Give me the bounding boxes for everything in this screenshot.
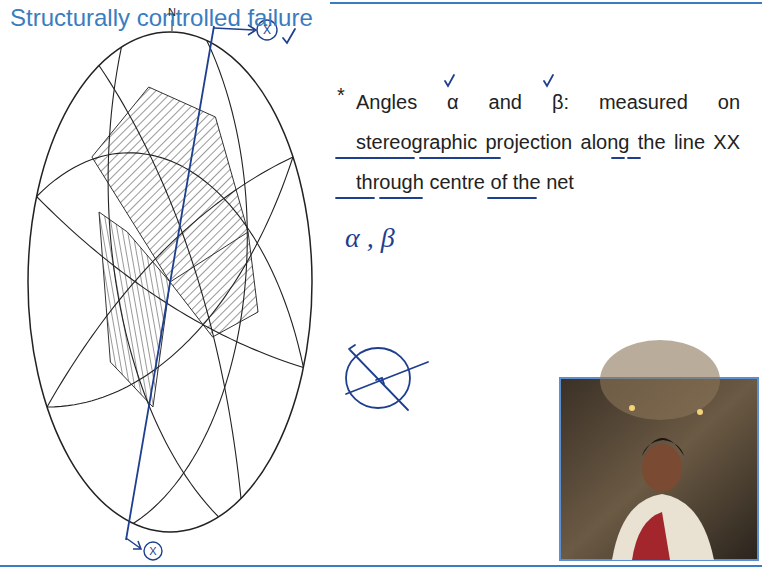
hatched-zone xyxy=(99,212,170,407)
great-circle xyxy=(37,153,304,368)
stereonet xyxy=(28,20,312,560)
video-inset xyxy=(560,340,758,560)
direction-arrow xyxy=(126,25,256,549)
handwriting xyxy=(283,29,640,410)
handwritten-note: α , β xyxy=(345,222,395,254)
section-label: X xyxy=(149,545,156,557)
footer-rule xyxy=(0,565,762,567)
bullet-mark: * xyxy=(337,84,345,107)
line-xx xyxy=(126,26,214,540)
header-rule xyxy=(330,2,762,4)
bullet-text: Angles α and β: measured on stereographi… xyxy=(356,82,740,202)
great-circle xyxy=(108,47,218,517)
great-circle xyxy=(133,41,247,524)
section-label: X xyxy=(263,23,271,37)
label-ring xyxy=(144,542,162,560)
north-label: N xyxy=(168,6,176,18)
